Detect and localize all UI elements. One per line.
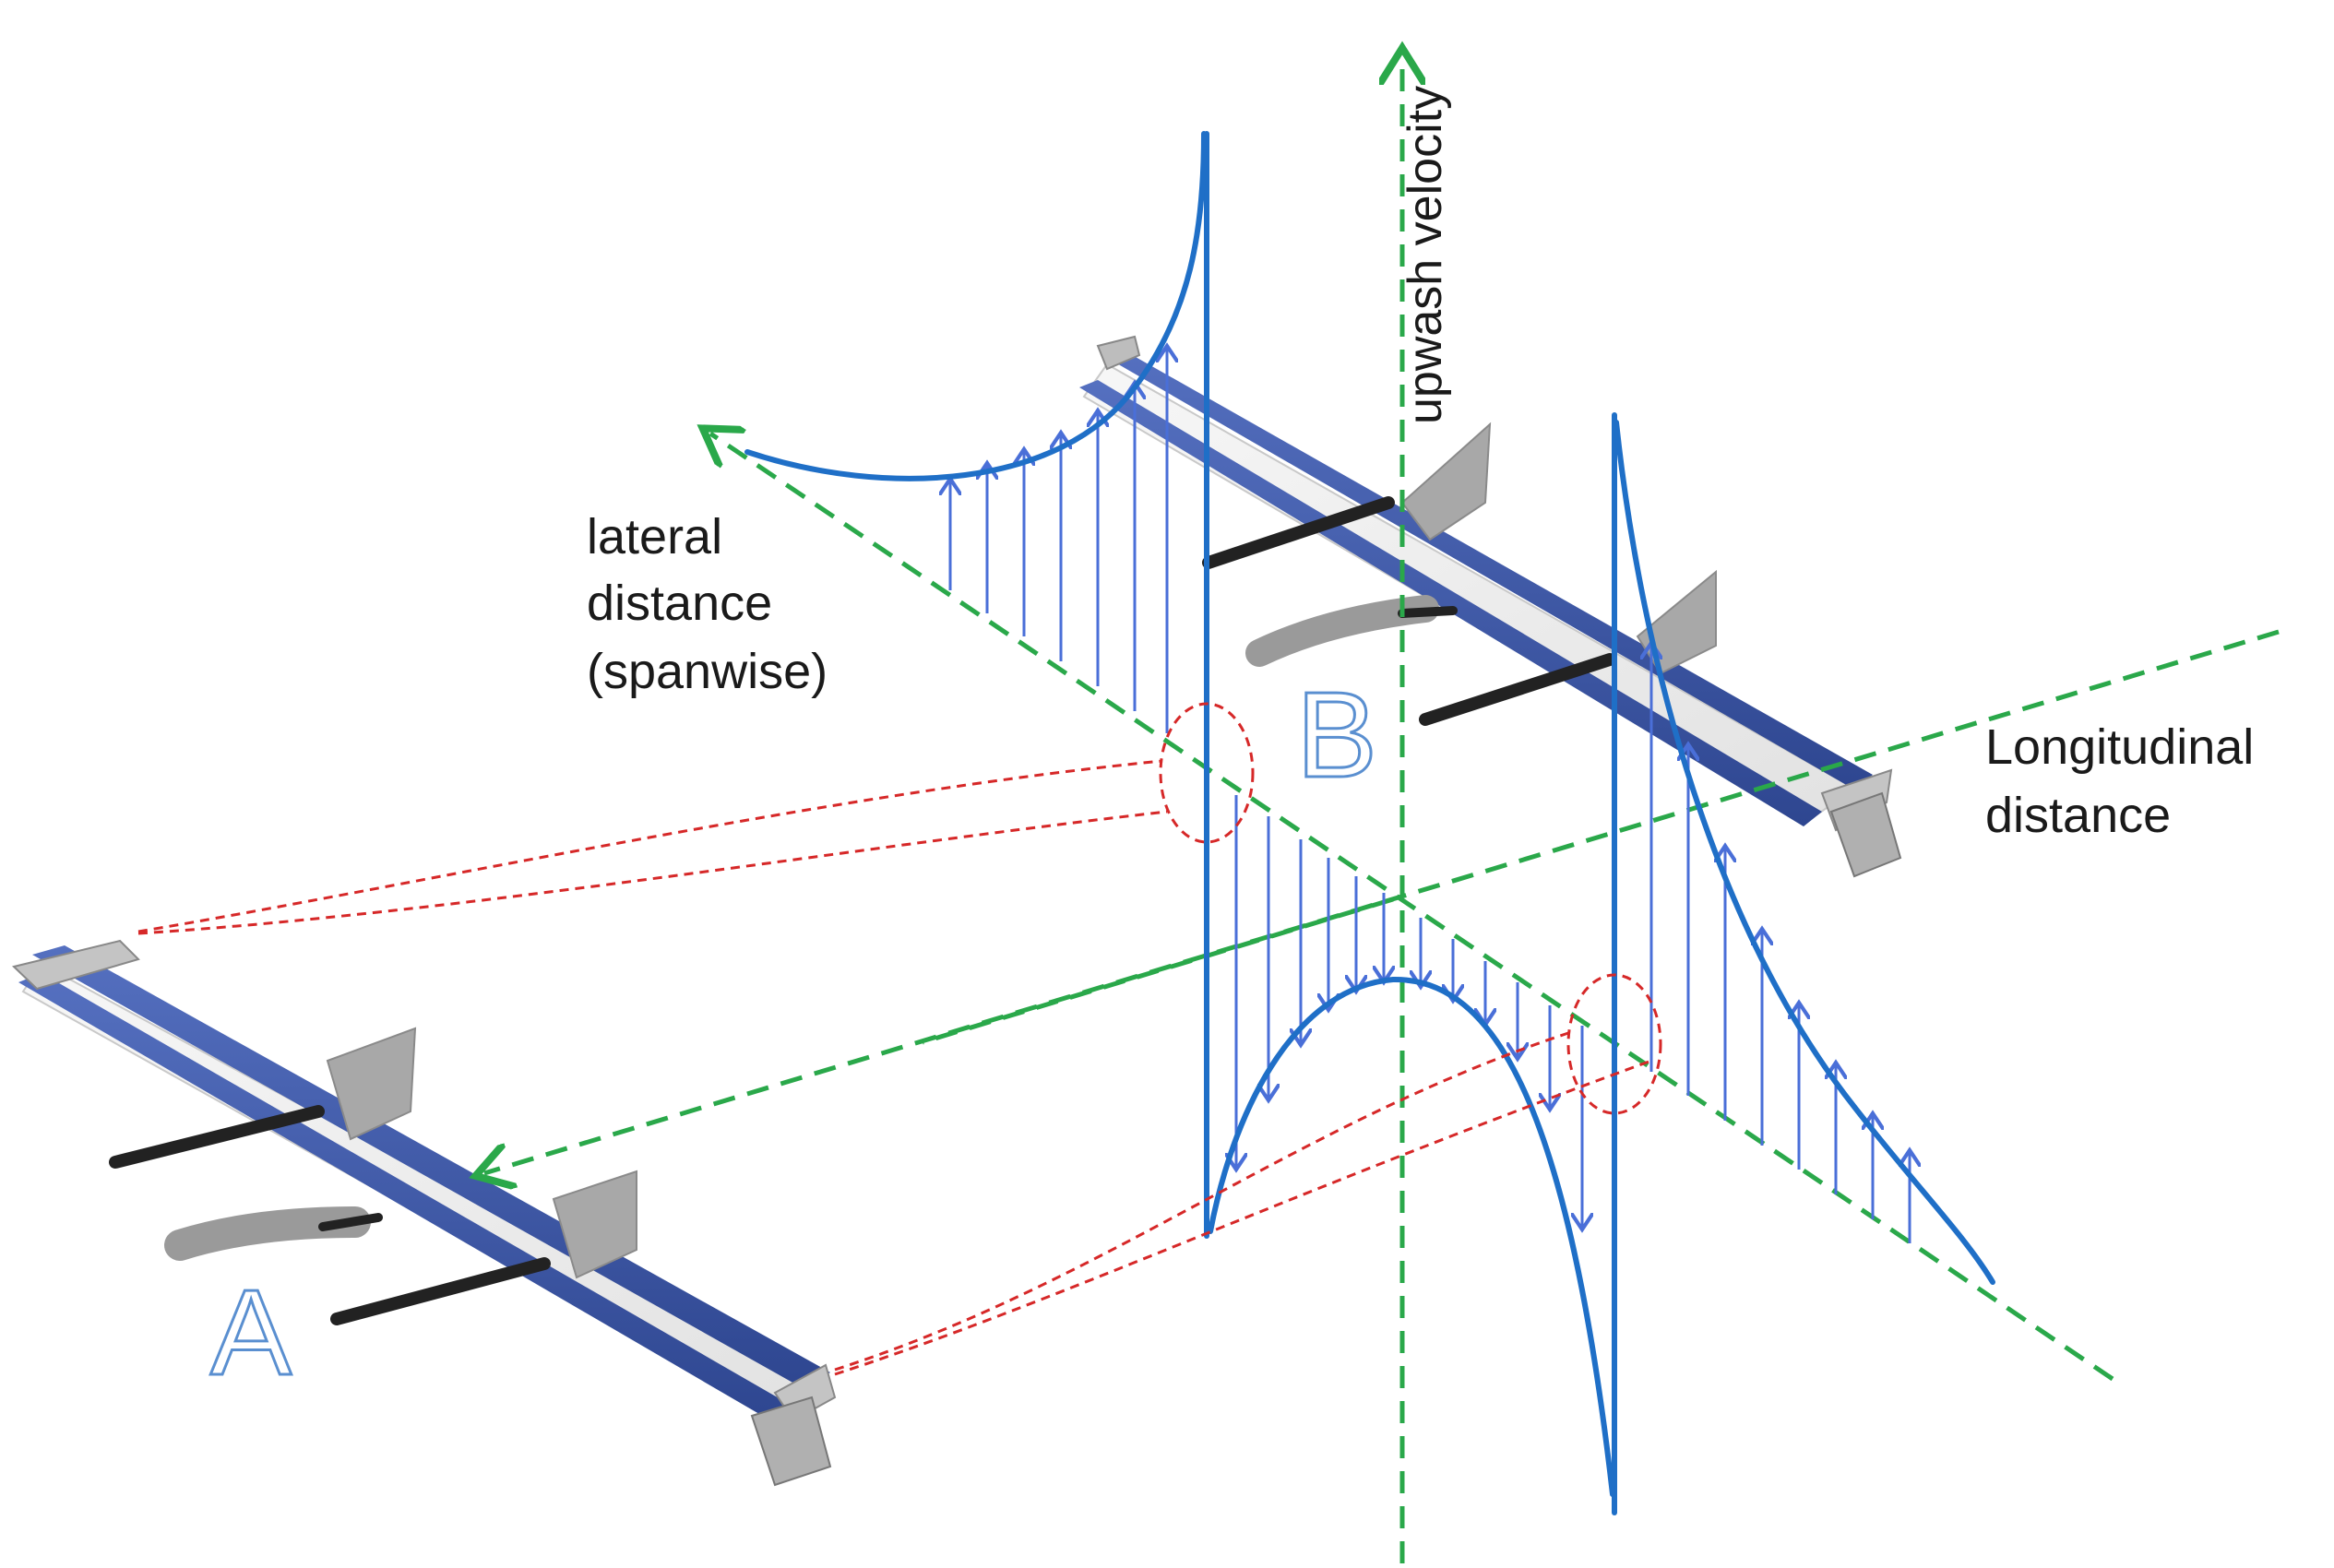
- vortex-circle-left: [1159, 702, 1255, 844]
- aircraft-a-label: A: [210, 1265, 292, 1400]
- axes: [484, 57, 2280, 1563]
- lateral-label-line1: lateral: [587, 509, 722, 564]
- aircraft-b: [1079, 335, 1902, 878]
- longitudinal-label-line1: Longitudinal: [1985, 719, 2254, 775]
- aircraft-b-boom-1: [1202, 496, 1395, 569]
- aircraft-a-prop-1: [318, 1213, 383, 1231]
- aircraft-a-boom-1: [109, 1105, 325, 1169]
- aircraft-a-boom-2: [330, 1257, 551, 1325]
- aircraft-a-fin-1: [326, 1027, 417, 1141]
- longitudinal-axis: [484, 629, 2280, 1173]
- aircraft-b-endplate-right: [1829, 791, 1902, 878]
- aircraft-b-prop-1: [1398, 606, 1458, 618]
- longitudinal-label-line2: distance: [1985, 788, 2171, 843]
- vortex-circle-right: [1566, 973, 1662, 1115]
- longitudinal-axis-upper: [922, 897, 1394, 1045]
- aircraft-a-wingtip-left: [11, 939, 140, 991]
- downwash-profile: [1208, 976, 1615, 1497]
- aircraft-b-fin-1: [1400, 422, 1492, 541]
- velocity-profiles: [744, 131, 1995, 1515]
- aircraft-b-leading-spar: [1102, 349, 1873, 790]
- upwash-profile-right: [1614, 420, 1995, 1285]
- lateral-label-line2: distance: [587, 576, 772, 631]
- aircraft-b-trailing-spar: [1079, 380, 1822, 826]
- lateral-label-line3: (spanwise): [587, 644, 828, 699]
- aircraft-a-leading-spar: [32, 945, 830, 1388]
- wake-links: [137, 702, 1662, 1376]
- aircraft-a-endplate-right: [750, 1396, 832, 1487]
- upwash-axis-label: upwash velocity: [1399, 86, 1452, 424]
- aircraft-a-trailing-spar: [18, 973, 793, 1420]
- aircraft-b-boom-2: [1419, 653, 1616, 726]
- velocity-sheet-upper: [950, 349, 1167, 733]
- aircraft-b-label: B: [1296, 667, 1377, 802]
- upwash-profile-outer: [744, 131, 1207, 481]
- aircraft-b-wingtip-left: [1096, 335, 1141, 371]
- velocity-sheet-lower: [1236, 795, 1582, 1227]
- aircraft-b-wing: [1082, 362, 1856, 823]
- lateral-axis: [710, 434, 2114, 1382]
- aircraft-a-fin-2: [552, 1170, 637, 1279]
- aircraft-a: [11, 939, 837, 1487]
